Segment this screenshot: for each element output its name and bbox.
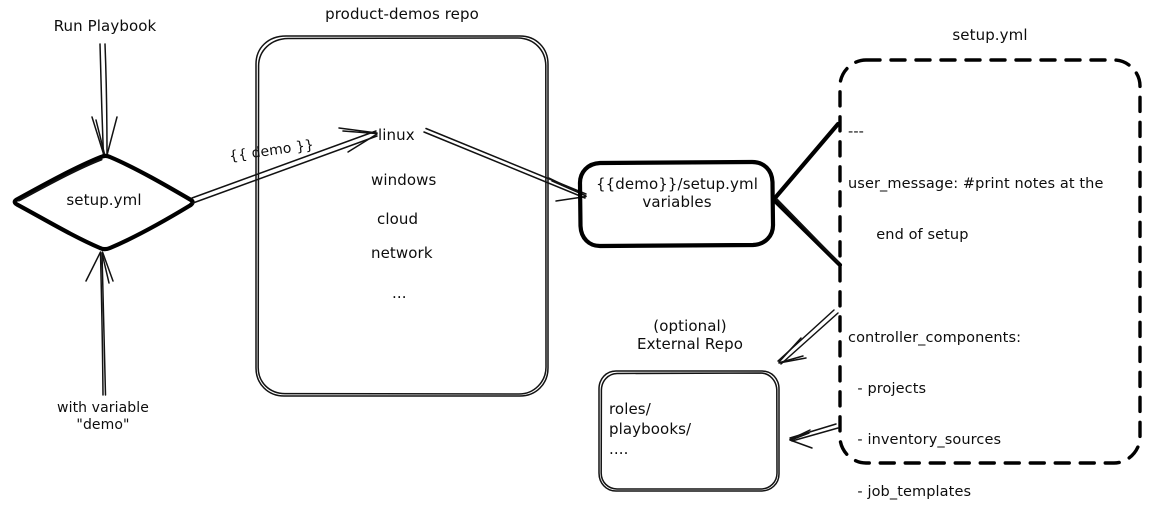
product-demos-repo-shape	[255, 35, 549, 397]
yml-line: - job_templates	[848, 483, 972, 500]
arrow-job-templates-to-external-repo	[789, 423, 839, 449]
arrow-projects-to-external-repo	[777, 309, 839, 365]
variables-box-label: {{demo}}/setup.yml variables	[596, 175, 758, 211]
setup-yml-diamond-label: setup.yml	[66, 191, 142, 209]
yml-line	[848, 278, 1103, 295]
yml-line: end of setup	[848, 226, 969, 243]
yml-line: - projects	[848, 380, 927, 397]
setup-yml-diamond-shape	[12, 153, 195, 252]
yml-line: user_message: #print notes at the	[848, 175, 1104, 192]
arrow-linux-to-variables	[423, 127, 587, 202]
setup-yml-content: --- user_message: #print notes at the en…	[848, 90, 1103, 505]
product-demos-repo-title: product-demos repo	[325, 5, 479, 23]
external-repo-item-ellipsis: ....	[609, 440, 629, 458]
arrow-demo-to-linux	[191, 127, 378, 204]
repo-item-linux: linux	[378, 126, 415, 144]
connector-setupyml-to-variables	[772, 121, 843, 268]
yml-line: - inventory_sources	[848, 432, 1002, 449]
repo-item-ellipsis: ...	[392, 284, 407, 302]
repo-item-cloud: cloud	[377, 210, 419, 228]
repo-item-network: network	[371, 244, 433, 262]
with-variable-label: with variable "demo"	[57, 400, 149, 433]
external-repo-title: (optional) External Repo	[637, 317, 743, 353]
setup-yml-dashed-box-shape	[838, 58, 1142, 465]
external-repo-shape	[598, 370, 780, 492]
variables-box-shape	[577, 159, 776, 249]
repo-item-windows: windows	[371, 171, 437, 189]
yml-line: controller_components:	[848, 329, 1022, 346]
run-playbook-label: Run Playbook	[53, 17, 157, 35]
arrow-run-playbook	[91, 43, 118, 158]
yml-line: ---	[848, 124, 864, 141]
arrow-with-variable	[85, 251, 114, 396]
external-repo-item-playbooks: playbooks/	[609, 420, 692, 438]
setup-yml-box-title: setup.yml	[952, 26, 1028, 44]
external-repo-item-roles: roles/	[609, 400, 651, 418]
